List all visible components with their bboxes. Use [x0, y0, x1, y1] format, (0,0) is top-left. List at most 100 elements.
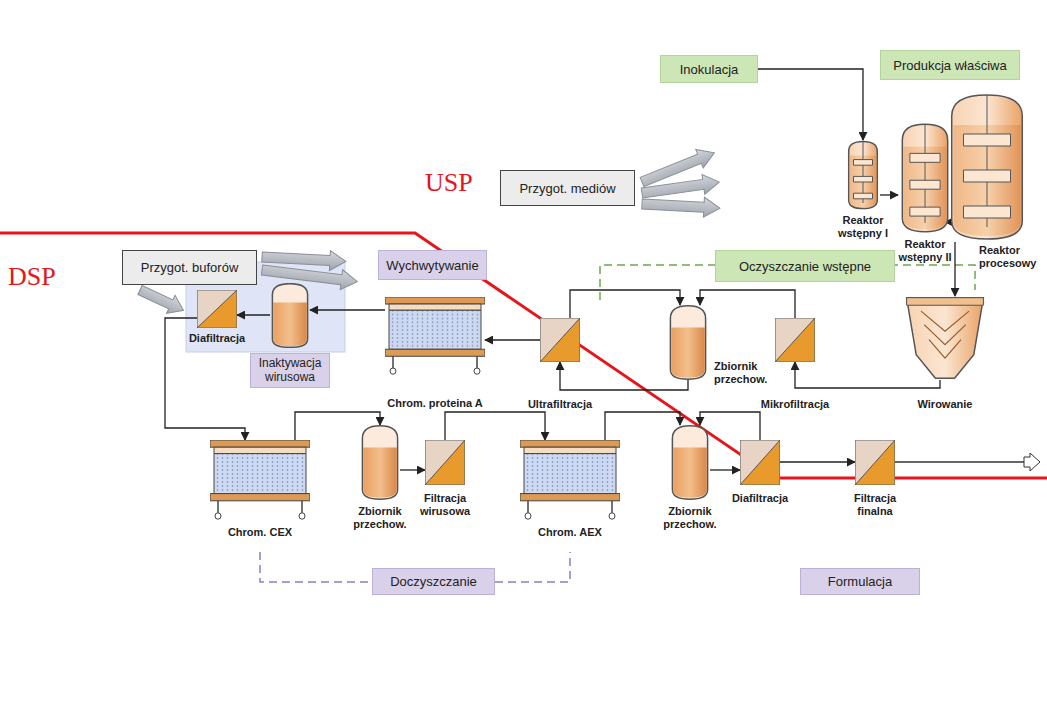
equipment-node: Filtracja finalna [855, 440, 895, 485]
stage-label-box: Formulacja [800, 568, 920, 595]
stage-label-box: Oczyszczanie wstępne [715, 250, 895, 282]
equipment-symbol-use [855, 440, 895, 485]
equipment-label: Zbiornik przechow. [714, 360, 774, 386]
media-feed-arrow [641, 172, 721, 203]
box-text: Formulacja [828, 574, 892, 589]
equipment-node: Reaktor wstępny II [898, 122, 952, 234]
equipment-node: Chrom. proteina A [385, 297, 485, 375]
equipment-symbol-use [952, 95, 1023, 239]
equipment-symbol-use [540, 318, 580, 362]
flow-connector [570, 290, 680, 318]
region-label: USP [425, 168, 473, 198]
equipment-symbol-use [385, 297, 485, 374]
box-text: Przygot. mediów [519, 181, 615, 196]
flow-connector [445, 412, 545, 440]
flow-connector [560, 362, 688, 390]
flow-connector [310, 309, 385, 310]
box-text: Inokulacja [680, 62, 739, 77]
equipment-node: Zbiornik przechow. [670, 425, 710, 500]
stage-label-box: Inaktywacja wirusowa [250, 353, 330, 388]
equipment-symbol [945, 92, 1029, 242]
equipment-symbol [905, 296, 985, 380]
equipment-label: Reaktor procesowy [979, 244, 1041, 270]
box-text: Produkcja właściwa [893, 58, 1006, 73]
equipment-symbol-use [740, 440, 780, 485]
equipment-node: Inaktywacja wirusowa [270, 283, 310, 348]
equipment-symbol-use [197, 290, 237, 328]
flow-connector [758, 69, 863, 140]
product-outlet-arrow [1024, 453, 1040, 471]
stage-label-box: Produkcja właściwa [880, 50, 1020, 80]
process-box: Przygot. mediów [500, 170, 635, 206]
equipment-symbol [898, 122, 952, 234]
equipment-symbol [425, 440, 465, 485]
flow-connector [880, 194, 898, 195]
equipment-symbol-use [670, 306, 705, 380]
equipment-label: Chrom. AEX [525, 526, 615, 539]
equipment-label: Zbiornik przechow. [352, 505, 408, 531]
box-text: Doczyszczanie [390, 574, 477, 589]
region-label: DSP [8, 262, 56, 292]
flow-connector [954, 242, 955, 296]
equipment-symbol-use [425, 440, 465, 485]
equipment-symbol-use [672, 426, 707, 500]
process-box: Przygot. buforów [122, 250, 257, 285]
flow-connector [485, 339, 540, 340]
equipment-label: Chrom. proteina A [380, 397, 490, 410]
box-text: Przygot. buforów [141, 260, 239, 275]
equipment-symbol [540, 318, 580, 362]
equipment-node: Filtracja wirusowa [425, 440, 465, 485]
box-text: Wychwytywanie [386, 258, 478, 273]
equipment-symbol-use [520, 440, 620, 519]
equipment-node: Ultrafiltracja [540, 318, 580, 362]
equipment-symbol-use [902, 124, 947, 232]
equipment-symbol-use [849, 141, 878, 208]
equipment-node: Mikrofiltracja [775, 318, 815, 362]
equipment-symbol [670, 425, 710, 500]
flow-connector [780, 461, 855, 462]
equipment-label: Zbiornik przechow. [661, 505, 719, 531]
equipment-symbol [360, 425, 400, 500]
equipment-symbol [520, 440, 620, 520]
equipment-node: Chrom. CEX [210, 440, 310, 520]
equipment-symbol [270, 283, 310, 348]
equipment-node: Reaktor procesowy [945, 92, 1029, 242]
equipment-node: Diafiltracja [197, 290, 237, 328]
flow-connector [237, 314, 270, 315]
equipment-label: Filtracja finalna [843, 492, 907, 518]
flow-connector [795, 362, 940, 388]
equipment-label: Diafiltracja [177, 332, 257, 345]
equipment-label: Diafiltracja [720, 492, 800, 505]
equipment-label: Mikrofiltracja [750, 398, 840, 411]
equipment-symbol [855, 440, 895, 485]
media-feed-arrow [641, 194, 720, 218]
equipment-node: Reaktor wstępny I [846, 140, 880, 210]
box-text: Oczyszczanie wstępne [739, 259, 871, 274]
equipment-symbol [197, 290, 237, 328]
equipment-label: Ultrafiltracja [515, 398, 605, 411]
equipment-label: Reaktor wstępny I [828, 214, 898, 240]
equipment-label: Chrom. CEX [215, 526, 305, 539]
equipment-label: Reaktor wstępny II [889, 238, 961, 264]
stage-label-box: Wychwytywanie [378, 250, 487, 280]
equipment-node: Zbiornik przechow. [360, 425, 400, 500]
product-outlet-line [895, 461, 1024, 462]
buffer-feed-arrow [136, 281, 188, 319]
flow-connector [710, 469, 740, 470]
stage-label-box: Inokulacja [660, 55, 758, 83]
equipment-symbol-use [272, 284, 307, 348]
equipment-node: Chrom. AEX [520, 440, 620, 520]
flow-connector [605, 412, 680, 440]
flow-connector [700, 412, 760, 440]
flow-connector [400, 469, 425, 470]
equipment-symbol-use [907, 298, 984, 379]
equipment-symbol [668, 305, 708, 380]
equipment-label: Filtracja wirusowa [413, 492, 477, 518]
equipment-symbol-use [362, 426, 397, 500]
equipment-symbol [846, 140, 880, 210]
equipment-symbol [210, 440, 310, 520]
equipment-node: Wirowanie [905, 296, 985, 380]
equipment-symbol [775, 318, 815, 362]
